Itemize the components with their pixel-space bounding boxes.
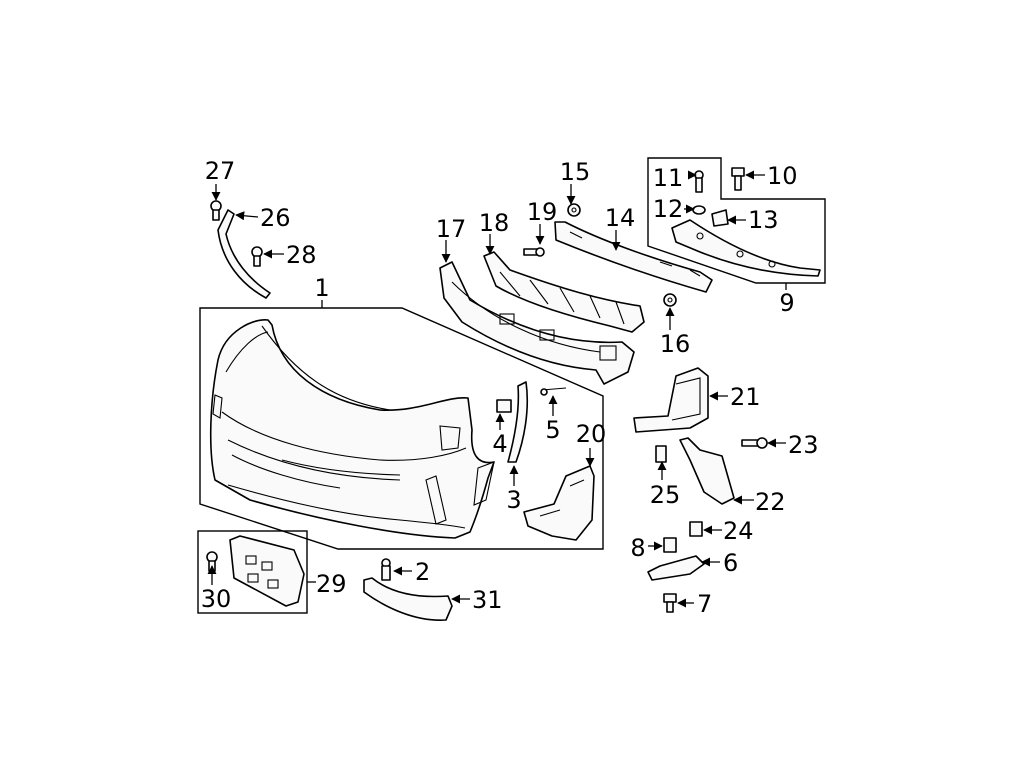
callout-10: 10 [767,162,798,190]
callout-31: 31 [472,586,503,614]
callout-24: 24 [723,517,754,545]
side-bracket [523,465,595,541]
callout-2: 2 [415,558,430,586]
callout-21: 21 [730,383,761,411]
bracket-6 [647,555,705,581]
bolt-11 [694,170,704,193]
callout-22: 22 [755,488,786,516]
leader-lines [207,170,786,608]
callout-26: 26 [260,204,291,232]
callout-16: 16 [660,330,691,358]
energy-absorber [483,251,645,333]
callout-19: 19 [527,198,558,226]
pin-5 [540,387,567,396]
callout-11: 11 [653,164,684,192]
bolt-23 [741,437,768,449]
upper-deflector [671,219,821,277]
splash-shield [679,437,735,505]
impact-bar [439,261,635,385]
callout-13: 13 [748,206,779,234]
callout-9: 9 [779,289,794,317]
callout-23: 23 [788,431,819,459]
callout-numbers: 1 2 3 4 5 6 7 8 9 10 11 12 13 14 15 16 1… [201,157,819,618]
license-group-box [197,530,308,614]
bolt-7 [663,593,677,613]
clip-4 [496,399,512,413]
callout-27: 27 [205,157,236,185]
callout-12: 12 [653,195,684,223]
clip-24 [689,521,703,537]
nut-12 [692,205,706,215]
clip-8 [663,537,677,553]
clip-25 [655,445,667,463]
callout-4: 4 [492,430,507,458]
side-molding [507,381,529,463]
bolt-28 [251,246,263,267]
callout-5: 5 [545,416,560,444]
callout-7: 7 [697,590,712,618]
callout-29: 29 [316,570,347,598]
callout-28: 28 [286,241,317,269]
callout-18: 18 [479,209,510,237]
callout-20: 20 [576,420,607,448]
bolt-2 [381,558,391,581]
screw-19 [523,247,545,257]
reinforcement-bar [554,221,713,293]
molding-strip [217,209,271,299]
deflector-group-box [647,157,826,284]
callout-8: 8 [630,534,645,562]
callout-30: 30 [201,585,232,613]
callout-14: 14 [605,204,636,232]
callout-25: 25 [650,481,681,509]
lower-trim [363,577,453,621]
nut-15 [567,203,581,217]
callout-3: 3 [506,486,521,514]
bolt-10 [731,167,745,191]
license-bracket [229,535,305,607]
callout-15: 15 [560,158,591,186]
callout-6: 6 [723,549,738,577]
callout-17: 17 [436,215,467,243]
air-duct [633,367,709,433]
bumper-group-box [199,307,604,550]
bumper-cover [209,319,495,539]
callout-1: 1 [314,274,329,302]
clip-13 [711,209,729,227]
bolt-27 [210,200,222,221]
nut-16 [663,293,677,307]
